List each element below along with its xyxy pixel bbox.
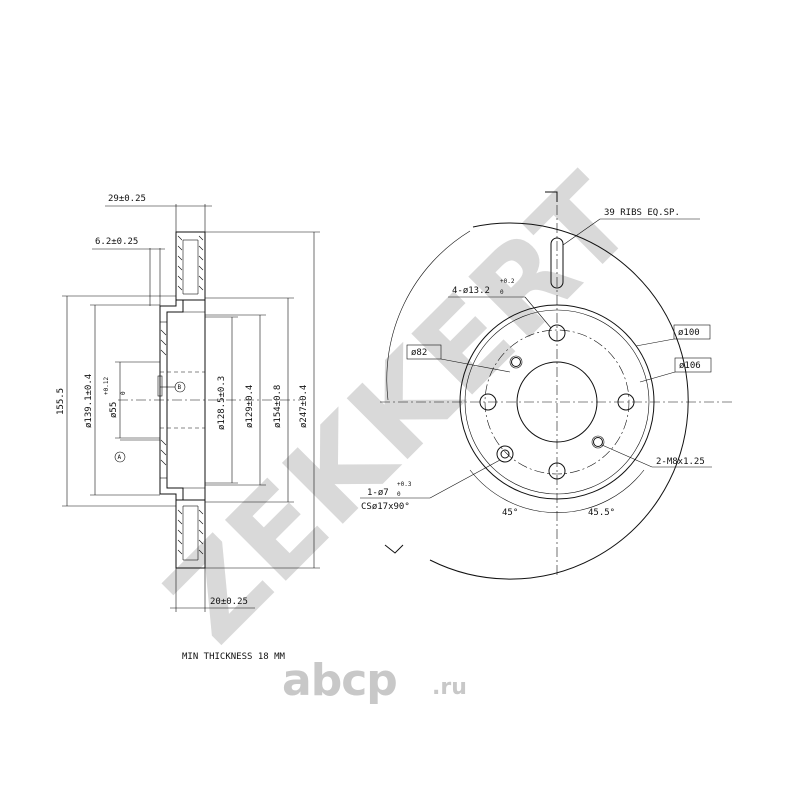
callout-d106: ø106	[639, 357, 712, 383]
dim-total-width: 29±0.25	[105, 194, 212, 232]
center-bore	[516, 361, 598, 443]
bolt-hole-right	[617, 393, 635, 411]
dim-hub-height: 155.5	[56, 295, 176, 507]
dim-outer: ø247±0.4	[205, 231, 320, 569]
thread-hole-upper-left-outer	[509, 355, 523, 369]
thread-hole-lower-right-outer	[591, 435, 605, 449]
dim-d154-label: ø154±0.8	[273, 385, 283, 428]
callout-d100-label: ø100	[678, 328, 700, 338]
lower-friction-ring	[175, 499, 206, 569]
rib-slot	[550, 237, 564, 289]
angle-labels: 45° 45.5°	[502, 508, 615, 518]
callout-d82-label: ø82	[411, 348, 427, 358]
dim-d129: ø129±0.4	[205, 314, 266, 486]
bolt-hole-bottom	[548, 462, 566, 480]
dim-center-bore-label: ø55	[109, 402, 119, 418]
dim-flange: 6.2±0.25	[92, 237, 165, 306]
datum-b: B	[160, 381, 186, 393]
callout-threads-label: 2-M8x1.25	[656, 457, 705, 467]
angle-45-label: 45°	[502, 508, 518, 518]
callout-threads: 2-M8x1.25	[601, 444, 712, 468]
outer-rotor-edge-inner	[386, 230, 471, 401]
callout-bolt-holes: 4-ø13.2 +0.2 0	[448, 278, 552, 329]
front-view: 39 RIBS EQ.SP. 4-ø13.2 +0.2 0 ø100 ø82 ø…	[360, 191, 735, 580]
callout-pin-hole: 1-ø7 +0.3 0 CSø17x90°	[360, 459, 501, 512]
bolt-pcd-circle	[484, 329, 630, 475]
dim-thickness: 20±0.25	[170, 568, 255, 612]
hub-hat-section	[157, 300, 206, 500]
callout-ribs: 39 RIBS EQ.SP.	[562, 208, 700, 246]
upper-friction-ring	[175, 231, 206, 301]
callout-pin-hole-tol-lower: 0	[397, 491, 401, 498]
dim-center-bore-tol-lower: 0	[120, 391, 127, 395]
callout-bolt-holes-label: 4-ø13.2	[452, 286, 490, 296]
callout-d106-label: ø106	[679, 361, 701, 371]
dim-center-bore-tol-upper: +0.12	[103, 377, 110, 395]
hat-outer-circle	[459, 304, 655, 500]
pin-hole	[500, 449, 510, 459]
dim-d128-label: ø128.5±0.3	[217, 376, 227, 430]
thread-hole-lower-right	[593, 437, 603, 447]
site-watermark: abcp .ru	[282, 655, 467, 706]
min-thickness-note: MIN THICKNESS 18 MM	[182, 652, 286, 662]
dim-thickness-label: 20±0.25	[210, 597, 248, 607]
dim-total-width-label: 29±0.25	[108, 194, 146, 204]
datum-a: A	[114, 439, 160, 463]
hat-inner-circle	[464, 309, 650, 495]
bolt-hole-left	[479, 393, 497, 411]
dim-center-bore: ø55 +0.12 0	[103, 361, 160, 439]
angle-45-5-label: 45.5°	[588, 508, 615, 518]
datum-b-label: B	[178, 384, 182, 391]
pin-hole-countersink	[496, 445, 514, 463]
callout-bolt-holes-tol-upper: +0.2	[500, 278, 515, 285]
section-mark-top	[545, 191, 558, 202]
section-mark-bottom	[384, 544, 404, 554]
callout-countersink-label: CSø17x90°	[361, 502, 410, 512]
callout-pin-hole-label: 1-ø7	[367, 488, 389, 498]
dim-d154: ø154±0.8	[205, 297, 294, 503]
dim-d128: ø128.5±0.3	[205, 316, 238, 484]
outer-rotor-edge	[429, 222, 689, 580]
dim-outer-label: ø247±0.4	[299, 385, 309, 428]
dim-hub-bore: ø139.1±0.4	[84, 304, 160, 496]
angle-arc	[469, 469, 645, 513]
callout-pin-hole-tol-upper: +0.3	[397, 481, 412, 488]
bolt-hole-top	[548, 324, 566, 342]
site-watermark-tld: .ru	[432, 675, 467, 700]
dim-hub-height-label: 155.5	[56, 388, 66, 415]
datum-a-label: A	[118, 454, 122, 461]
dim-hub-bore-label: ø139.1±0.4	[84, 374, 94, 428]
thread-hole-upper-left	[511, 357, 521, 367]
callout-bolt-holes-tol-lower: 0	[500, 289, 504, 296]
side-section-view: 29±0.25 6.2±0.25 155.5 ø139.1±0.4 ø55	[56, 194, 320, 612]
site-watermark-name: abcp	[282, 655, 397, 706]
callout-ribs-label: 39 RIBS EQ.SP.	[604, 208, 680, 218]
callout-d100: ø100	[635, 324, 711, 347]
dim-d129-label: ø129±0.4	[245, 385, 255, 428]
dim-flange-label: 6.2±0.25	[95, 237, 138, 247]
callout-d82: ø82	[406, 344, 511, 373]
